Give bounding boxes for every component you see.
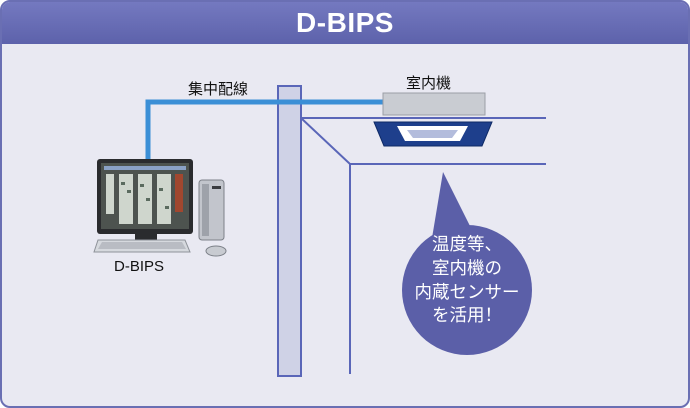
bubble-text: 温度等、 室内機の 内蔵センサー を活用！ [407,234,527,329]
building-column [277,85,302,377]
central-wiring-label: 集中配線 [188,80,249,98]
indoor-unit-label: 室内機 [406,74,452,92]
bubble-line: 内蔵センサー [414,282,520,303]
bubble-line: 室内機の [432,258,502,279]
bubble-line: を活用！ [432,306,502,327]
header-bar: D-BIPS [2,2,688,44]
speech-bubble [402,172,532,355]
computer-icon [93,159,227,257]
central-wiring-line [145,99,384,162]
indoor-unit-icon [373,92,493,147]
computer-label: D-BIPS [114,258,165,275]
bubble-line: 温度等、 [432,235,502,255]
header-title: D-BIPS [296,7,394,38]
